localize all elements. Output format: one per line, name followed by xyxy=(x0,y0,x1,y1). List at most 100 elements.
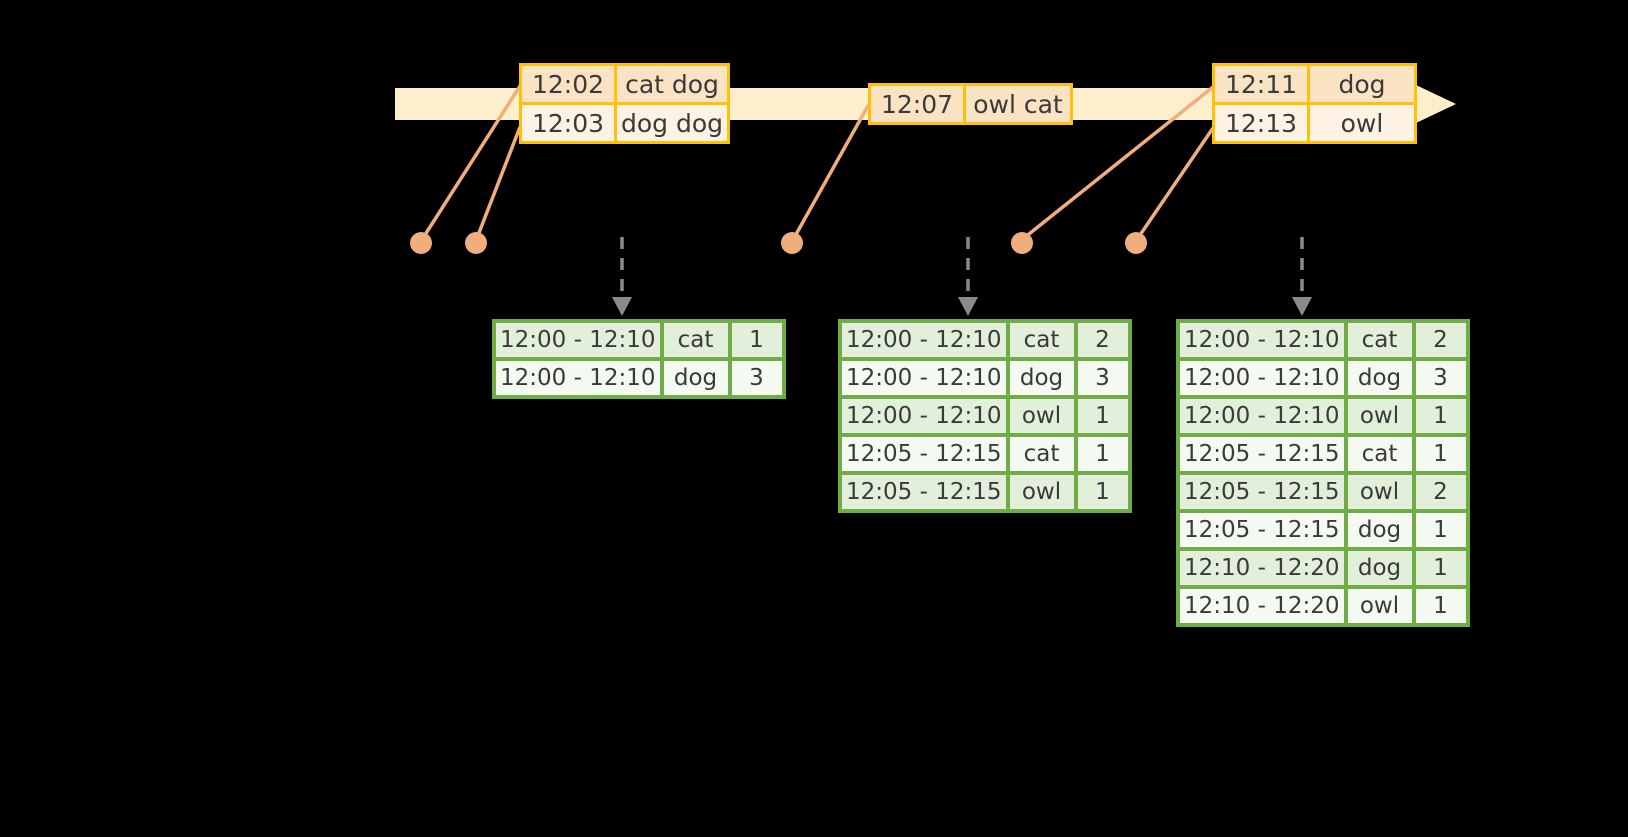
window-cell: 12:00 - 12:10 xyxy=(492,357,664,399)
connector-line xyxy=(1136,127,1215,239)
count-cell: 1 xyxy=(1411,547,1470,589)
count-cell: 3 xyxy=(1073,357,1132,399)
window-cell: 12:05 - 12:15 xyxy=(838,433,1010,475)
count-cell: 2 xyxy=(1411,319,1470,361)
event-dot xyxy=(1011,232,1033,254)
window-cell: 12:00 - 12:10 xyxy=(1176,319,1348,361)
count-cell: 3 xyxy=(727,357,786,399)
event-dot xyxy=(410,232,432,254)
count-cell: 3 xyxy=(1411,357,1470,399)
window-cell: 12:00 - 12:10 xyxy=(492,319,664,361)
window-cell: 12:05 - 12:15 xyxy=(1176,433,1348,475)
window-cell: 12:10 - 12:20 xyxy=(1176,547,1348,589)
event-dot xyxy=(781,232,803,254)
words-cell: dog dog xyxy=(613,102,731,144)
count-cell: 1 xyxy=(1411,509,1470,551)
count-cell: 1 xyxy=(727,319,786,361)
event-dot xyxy=(465,232,487,254)
flow-arrowhead-icon xyxy=(612,297,632,316)
words-cell: cat dog xyxy=(613,63,731,105)
word-cell: cat xyxy=(659,319,732,361)
window-cell: 12:00 - 12:10 xyxy=(838,319,1010,361)
word-cell: owl xyxy=(1005,395,1078,437)
word-cell: cat xyxy=(1343,319,1416,361)
flow-arrowhead-icon xyxy=(1292,297,1312,316)
word-cell: owl xyxy=(1005,471,1078,513)
window-cell: 12:05 - 12:15 xyxy=(838,471,1010,513)
count-cell: 1 xyxy=(1411,395,1470,437)
word-cell: dog xyxy=(1343,547,1416,589)
window-cell: 12:10 - 12:20 xyxy=(1176,585,1348,627)
window-cell: 12:00 - 12:10 xyxy=(1176,357,1348,399)
words-cell: dog xyxy=(1307,63,1417,105)
time-cell: 12:13 xyxy=(1212,102,1310,144)
word-cell: dog xyxy=(1343,357,1416,399)
word-cell: cat xyxy=(1005,433,1078,475)
window-cell: 12:00 - 12:10 xyxy=(1176,395,1348,437)
time-cell: 12:03 xyxy=(519,102,617,144)
connector-line xyxy=(421,85,522,239)
event-dot xyxy=(1125,232,1147,254)
words-cell: owl cat xyxy=(963,83,1073,125)
time-cell: 12:02 xyxy=(519,63,617,105)
count-cell: 1 xyxy=(1073,471,1132,513)
window-cell: 12:05 - 12:15 xyxy=(1176,471,1348,513)
connector-line xyxy=(1022,85,1215,240)
word-cell: owl xyxy=(1343,585,1416,627)
time-cell: 12:07 xyxy=(868,83,966,125)
word-cell: owl xyxy=(1343,395,1416,437)
flow-arrowhead-icon xyxy=(958,297,978,316)
count-cell: 2 xyxy=(1073,319,1132,361)
count-cell: 1 xyxy=(1411,585,1470,627)
words-cell: owl xyxy=(1307,102,1417,144)
count-cell: 2 xyxy=(1411,471,1470,513)
word-cell: cat xyxy=(1343,433,1416,475)
word-cell: dog xyxy=(659,357,732,399)
word-cell: dog xyxy=(1343,509,1416,551)
connector-line xyxy=(792,103,871,239)
window-cell: 12:00 - 12:10 xyxy=(838,357,1010,399)
word-cell: cat xyxy=(1005,319,1078,361)
count-cell: 1 xyxy=(1073,433,1132,475)
connector-line xyxy=(475,126,522,239)
window-cell: 12:05 - 12:15 xyxy=(1176,509,1348,551)
window-cell: 12:00 - 12:10 xyxy=(838,395,1010,437)
word-cell: owl xyxy=(1343,471,1416,513)
count-cell: 1 xyxy=(1411,433,1470,475)
count-cell: 1 xyxy=(1073,395,1132,437)
word-cell: dog xyxy=(1005,357,1078,399)
time-cell: 12:11 xyxy=(1212,63,1310,105)
